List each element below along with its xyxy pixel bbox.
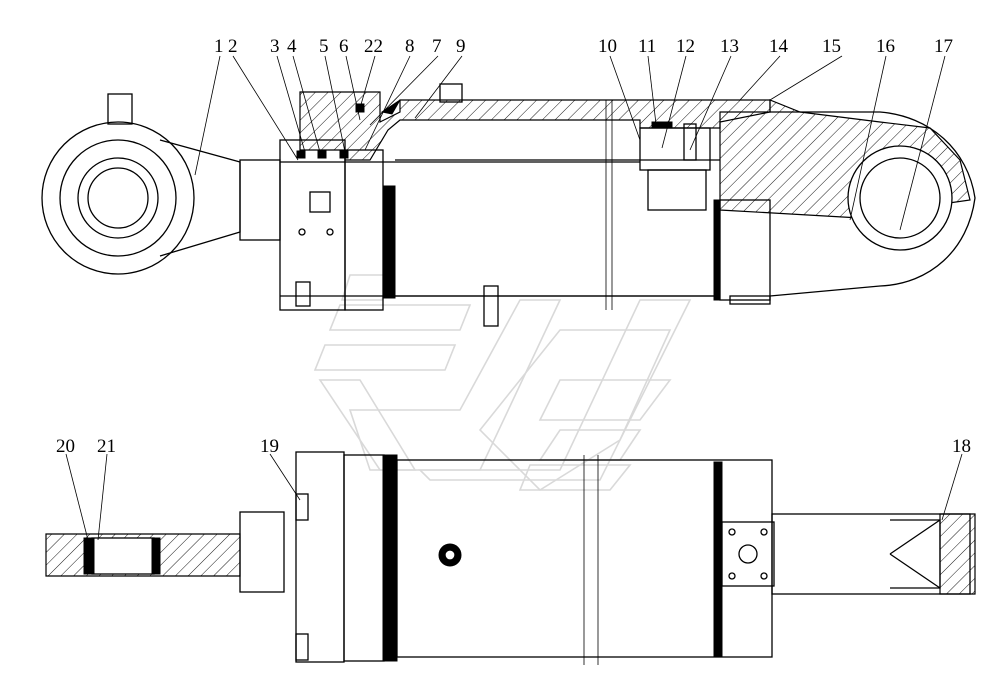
- callout-4: 4: [287, 36, 297, 57]
- callout-2: 2: [228, 36, 238, 57]
- callout-11: 11: [638, 36, 656, 57]
- callout-22: 22: [364, 36, 383, 57]
- watermark-logo: [313, 274, 692, 492]
- callout-18: 18: [952, 436, 971, 457]
- top-view: [41, 83, 976, 327]
- gland-head: [279, 139, 346, 311]
- callout-6: 6: [339, 36, 349, 57]
- callout-7: 7: [432, 36, 442, 57]
- callout-5: 5: [319, 36, 329, 57]
- callout-16: 16: [876, 36, 895, 57]
- port-block: [721, 521, 775, 587]
- callout-1: 1: [214, 36, 224, 57]
- callout-9: 9: [456, 36, 466, 57]
- callout-20: 20: [56, 436, 75, 457]
- leader-lines: [65, 55, 963, 541]
- callout-13: 13: [720, 36, 739, 57]
- callouts: 1 2 3 4 5 6 22 8 7 9 10 11 12 13 14 15 1…: [56, 36, 971, 457]
- piston: [639, 127, 711, 171]
- callout-14: 14: [769, 36, 789, 57]
- clevis-eye: [847, 145, 953, 251]
- grease-nipple: [107, 93, 133, 125]
- bottom-view: [45, 451, 976, 665]
- front-flange: [295, 451, 345, 663]
- callout-8: 8: [405, 36, 415, 57]
- callout-10: 10: [598, 36, 617, 57]
- rod-eye-outer: [41, 121, 195, 275]
- callout-19: 19: [260, 436, 279, 457]
- callout-17: 17: [934, 36, 953, 57]
- callout-3: 3: [270, 36, 280, 57]
- callout-21: 21: [97, 436, 116, 457]
- callout-12: 12: [676, 36, 695, 57]
- callout-15: 15: [822, 36, 841, 57]
